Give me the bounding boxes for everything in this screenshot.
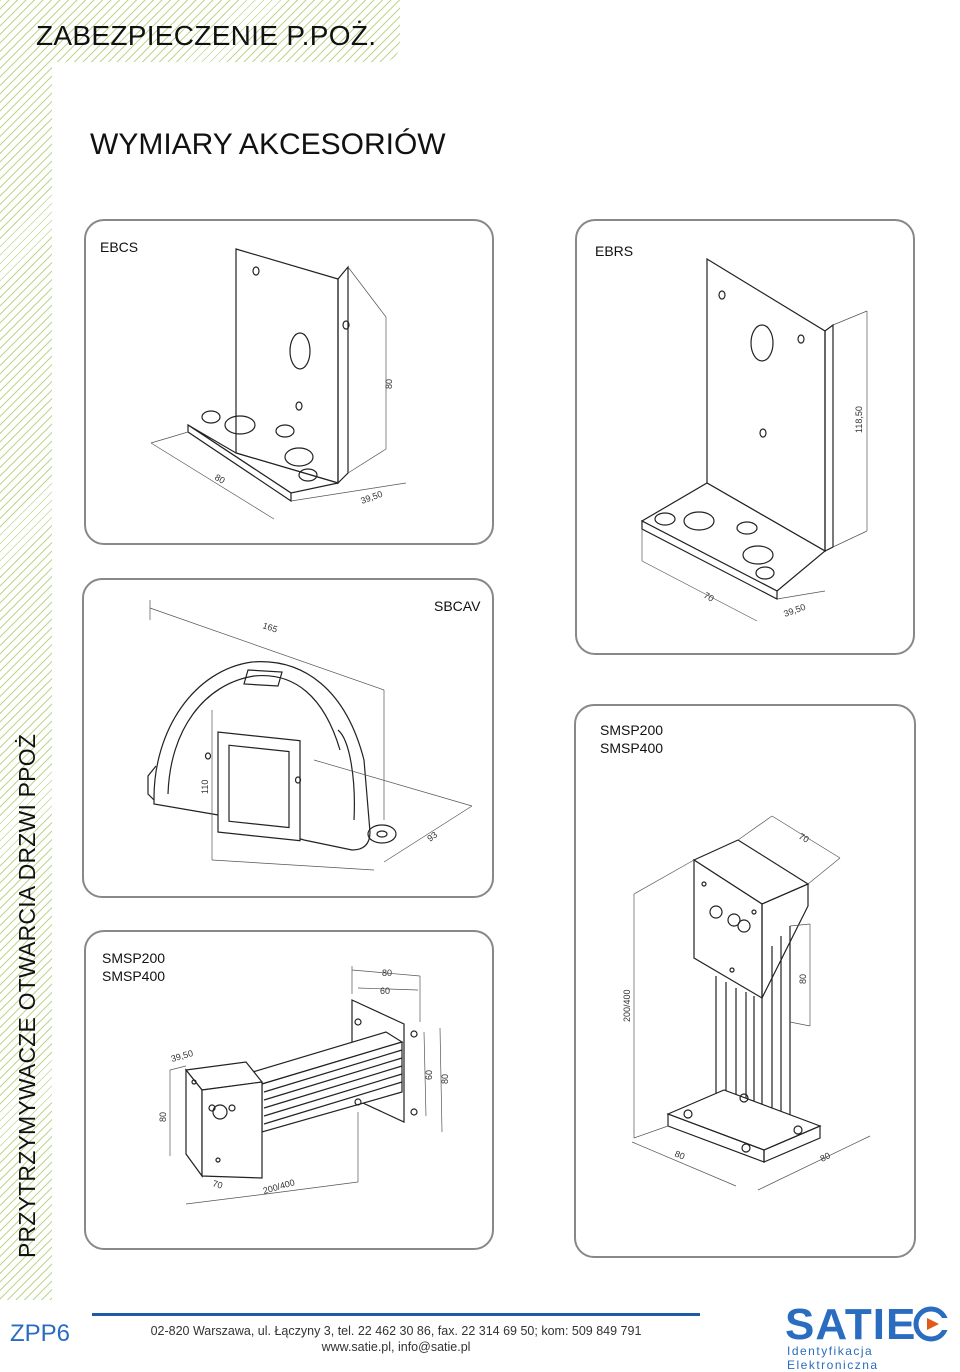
footer-address: 02-820 Warszawa, ul. Łączyny 3, tel. 22 …	[150, 1324, 642, 1338]
smsp-floor-drawing: 70 80 200/400 80 80	[622, 815, 871, 1191]
sbcav-dim-length: 165	[261, 620, 278, 634]
ebrs-dim-depth: 39,50	[782, 602, 807, 619]
ebrs-dim-height: 118,50	[854, 406, 864, 433]
panel-ebcs: EBCS 80 80 39,50	[84, 219, 494, 545]
smsp-floor-dim-head: 80	[798, 974, 808, 984]
ebcs-dim-depth: 39,50	[359, 489, 384, 506]
ebcs-dim-height: 80	[384, 379, 394, 389]
logo-tagline: Identyfikacja Elektroniczna	[787, 1344, 879, 1372]
panel-sbcav: SBCAV 165 110 93	[82, 578, 494, 898]
panel-ebrs: EBRS 118,50 70 39,50	[575, 219, 915, 655]
smsp-wall-dim-plate: 80	[440, 1074, 450, 1084]
section-title: WYMIARY AKCESORIÓW	[90, 128, 446, 161]
sbcav-dim-depth: 93	[425, 830, 439, 844]
smsp-wall-dim-plate-inner: 60	[424, 1070, 434, 1080]
satie-logo: SATIE Identyfikacja Elektroniczna	[785, 1300, 955, 1372]
page-code: ZPP6	[10, 1320, 71, 1347]
smsp-wall-dim-inner: 60	[380, 986, 390, 996]
smsp-floor-dim-base-right: 80	[818, 1150, 831, 1163]
smsp-wall-dim-left: 80	[158, 1112, 168, 1122]
panel-label-ebcs: EBCS	[100, 239, 139, 255]
smsp-floor-dim-top: 70	[797, 831, 811, 845]
logo-wordmark: SATIE	[785, 1300, 917, 1349]
footer-divider	[92, 1313, 700, 1316]
ebcs-drawing: 80 80 39,50	[150, 248, 407, 520]
smsp-wall-drawing: 80 60 39,50 80 60 80 70 200/400	[158, 966, 450, 1205]
panel-label-smsp-wall-2: SMSP400	[102, 968, 166, 984]
smsp-wall-dim-top: 80	[382, 968, 392, 978]
header-title: ZABEZPIECZENIE P.POŻ.	[36, 20, 377, 51]
smsp-wall-dim-front: 70	[211, 1178, 223, 1190]
header-banner	[0, 0, 400, 62]
panel-label-smsp-floor-2: SMSP400	[600, 740, 664, 756]
logo-mark-icon	[913, 1306, 949, 1342]
panel-label-smsp-floor-1: SMSP200	[600, 722, 664, 738]
panel-smsp-wall: SMSP200 SMSP400 80 60 39,50 80	[84, 930, 494, 1250]
footer-web: www.satie.pl, info@satie.pl	[321, 1340, 471, 1354]
smsp-floor-dim-base-left: 80	[673, 1149, 686, 1162]
sbcav-drawing: 165 110 93	[147, 600, 473, 871]
smsp-floor-dim-height: 200/400	[622, 989, 632, 1022]
sbcav-dim-height: 110	[200, 780, 210, 794]
panel-label-sbcav: SBCAV	[434, 598, 481, 614]
ebrs-dim-width: 70	[702, 590, 716, 604]
panel-label-ebrs: EBRS	[595, 243, 634, 259]
smsp-wall-dim-length: 200/400	[262, 1177, 296, 1196]
side-title: PRZYTRZYMYWACZE OTWARCIA DRZWI PPOŻ	[14, 733, 40, 1258]
panel-smsp-floor: SMSP200 SMSP400 70 80 2	[574, 704, 916, 1258]
smsp-wall-dim-depth: 39,50	[170, 1048, 194, 1064]
ebrs-drawing: 118,50 70 39,50	[640, 257, 868, 622]
side-stripe-background	[0, 0, 52, 1300]
ebcs-dim-width: 80	[213, 472, 227, 486]
panel-label-smsp-wall-1: SMSP200	[102, 950, 166, 966]
